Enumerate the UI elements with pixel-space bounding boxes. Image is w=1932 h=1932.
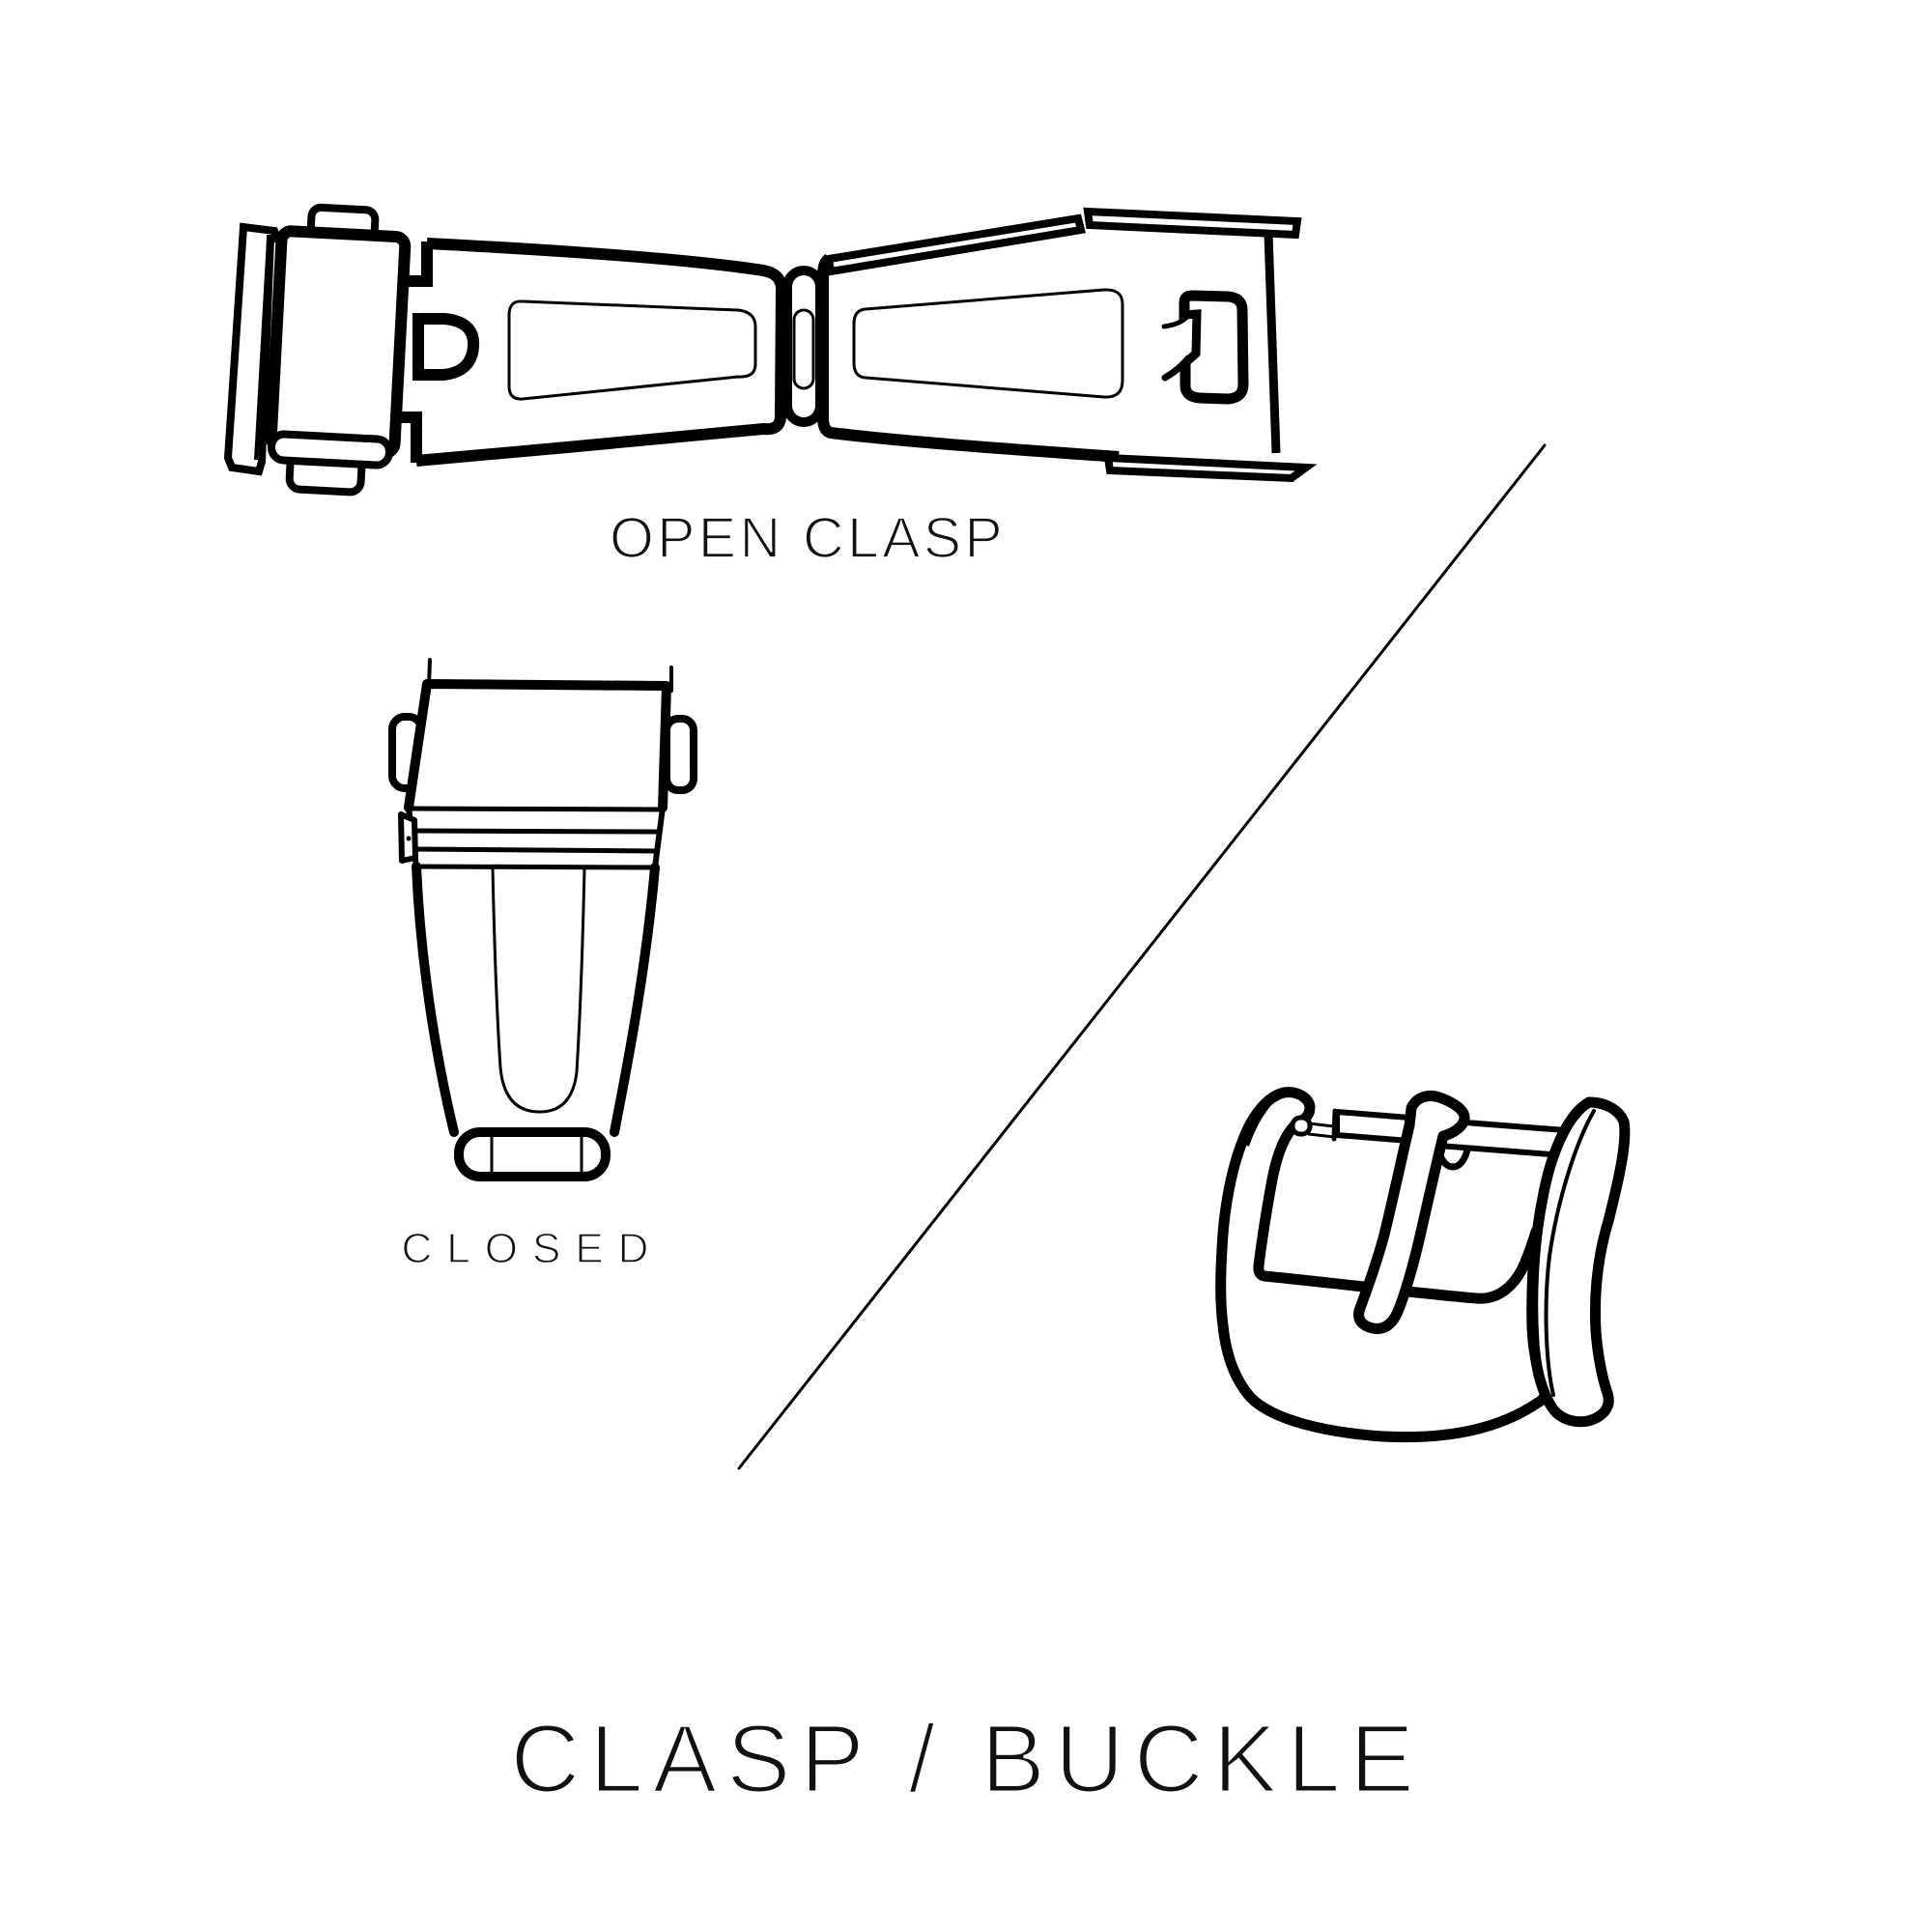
svg-text:OPEN CLASP: OPEN CLASP [610,506,1006,570]
svg-text:CLOSED: CLOSED [402,1225,664,1272]
svg-text:CLASP / BUCKLE: CLASP / BUCKLE [510,1705,1423,1813]
